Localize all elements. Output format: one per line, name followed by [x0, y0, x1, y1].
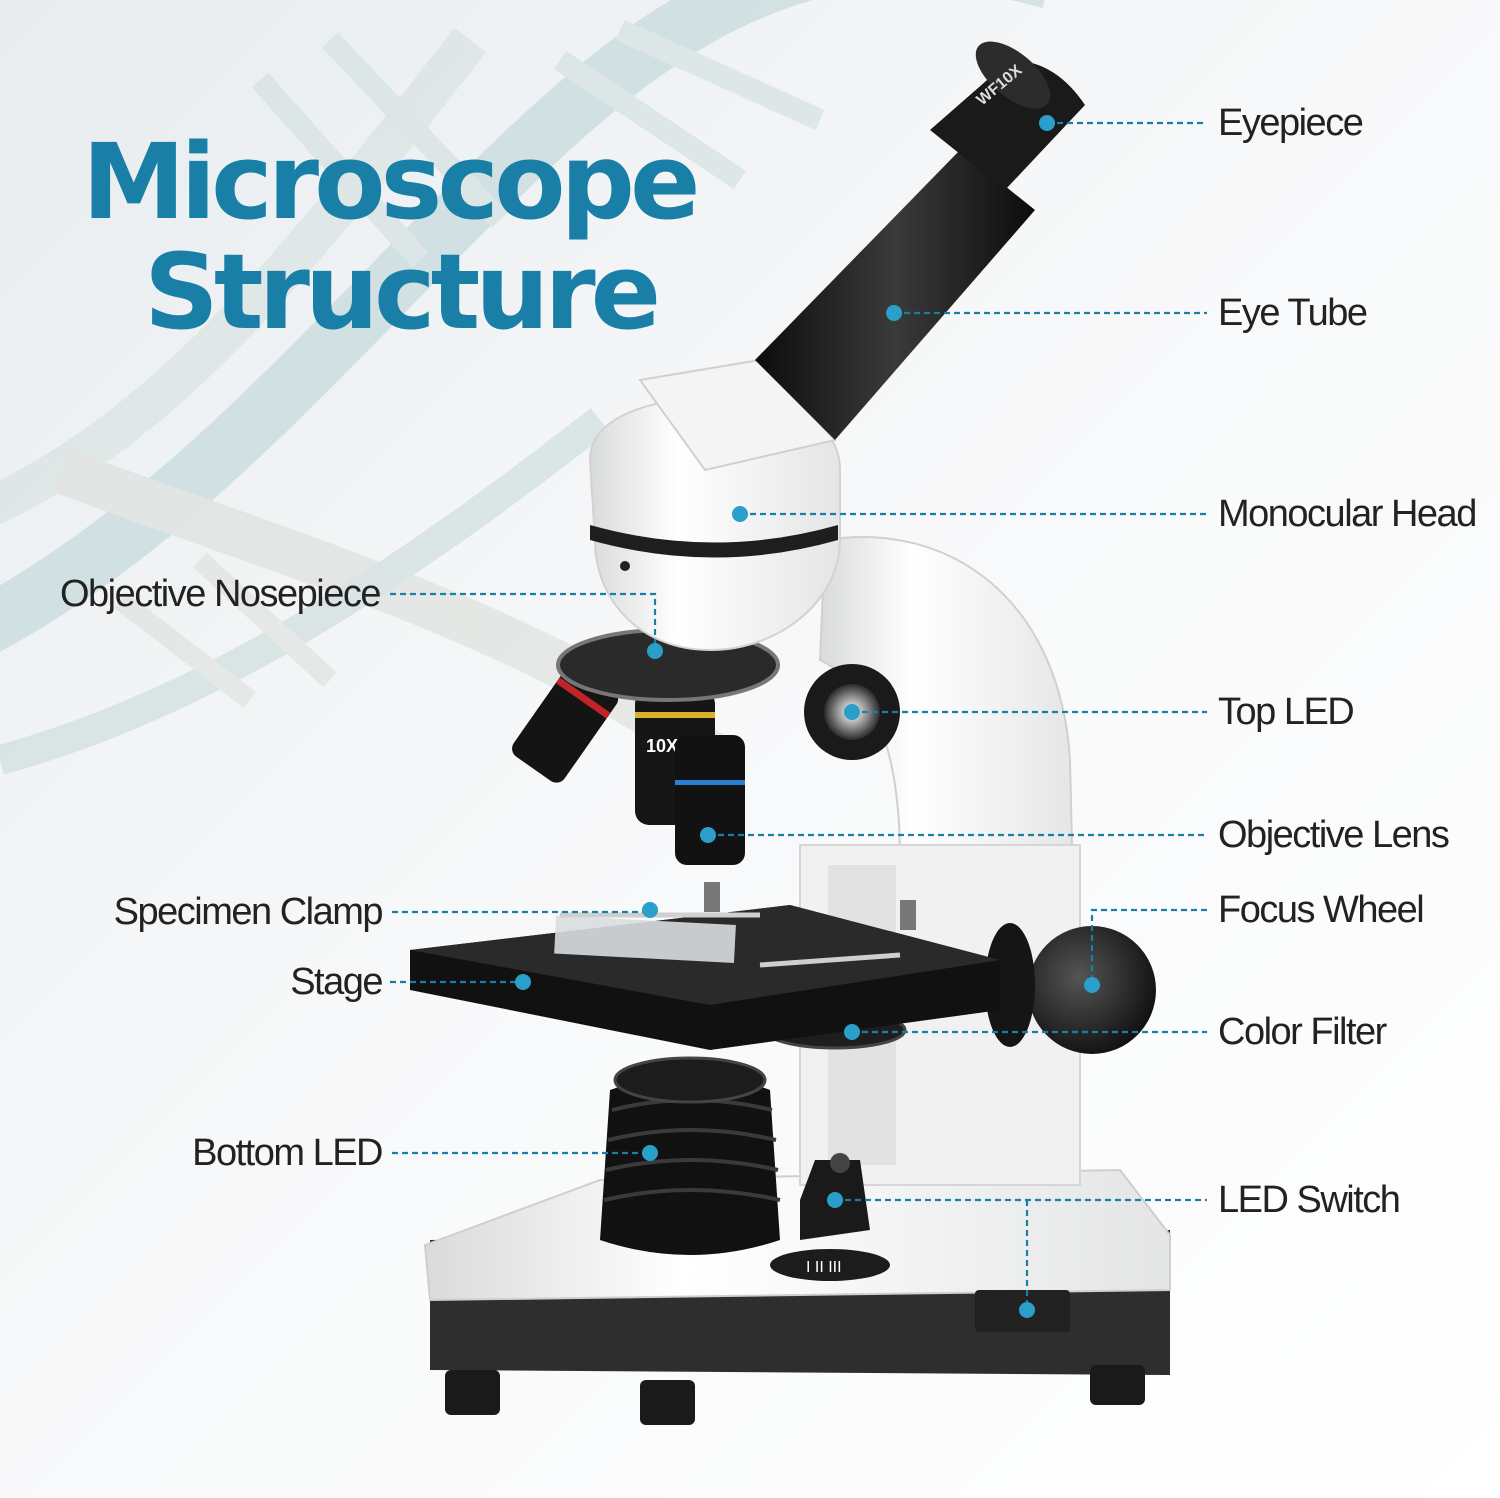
label-eye-tube: Eye Tube: [1218, 292, 1368, 334]
dot-eye-tube: [886, 305, 902, 321]
callouts: [390, 115, 1207, 1318]
label-stage: Stage: [290, 961, 383, 1003]
label-eyepiece: Eyepiece: [1218, 102, 1364, 144]
title-line-1: Microscope: [82, 121, 701, 243]
label-objective-lens: Objective Lens: [1218, 814, 1450, 856]
dot-top-led: [844, 704, 860, 720]
dot-objective-nosepiece: [647, 643, 663, 659]
dot-specimen-clamp: [642, 902, 658, 918]
foot-right: [1090, 1365, 1145, 1405]
label-led-switch: LED Switch: [1218, 1179, 1401, 1221]
label-top-led: Top LED: [1218, 691, 1355, 733]
eye-tube-shape: [755, 150, 1035, 440]
line-focus-wheel: [1090, 908, 1207, 985]
foot-left: [445, 1370, 500, 1415]
objective-marking: 10X: [646, 736, 678, 756]
dot-bottom-led: [642, 1145, 658, 1161]
switch-markings: I II III: [806, 1259, 842, 1276]
bottom-led-housing: [600, 1075, 780, 1255]
microscope-illustration: I II III 10X WF10X: [410, 41, 1171, 1425]
head-band: [590, 525, 838, 558]
title-line-2: Structure: [144, 231, 661, 353]
label-bottom-led: Bottom LED: [192, 1132, 383, 1174]
focus-wheel-side: [985, 923, 1035, 1047]
slide: [554, 915, 736, 963]
label-specimen-clamp: Specimen Clamp: [113, 891, 384, 933]
dot-eyepiece: [1039, 115, 1055, 131]
clamp-springs: [560, 912, 901, 968]
dot-stage: [515, 974, 531, 990]
dot-led-switch-dial: [1019, 1302, 1035, 1318]
dot-focus-wheel: [1084, 977, 1100, 993]
line-objective-nosepiece: [390, 592, 657, 651]
dna-helix-background: [0, 0, 1045, 779]
label-objective-nosepiece: Objective Nosepiece: [59, 573, 382, 615]
page-title: Microscope Structure: [82, 121, 701, 353]
label-color-filter: Color Filter: [1218, 1011, 1387, 1053]
label-monocular-head: Monocular Head: [1218, 493, 1477, 535]
foot-mid: [640, 1380, 695, 1425]
objective-right: [675, 735, 745, 865]
dot-objective-lens: [700, 827, 716, 843]
objective-left: [512, 664, 619, 783]
label-focus-wheel: Focus Wheel: [1218, 889, 1425, 931]
dot-led-switch: [827, 1192, 843, 1208]
dot-color-filter: [844, 1024, 860, 1040]
dot-monocular-head: [732, 506, 748, 522]
